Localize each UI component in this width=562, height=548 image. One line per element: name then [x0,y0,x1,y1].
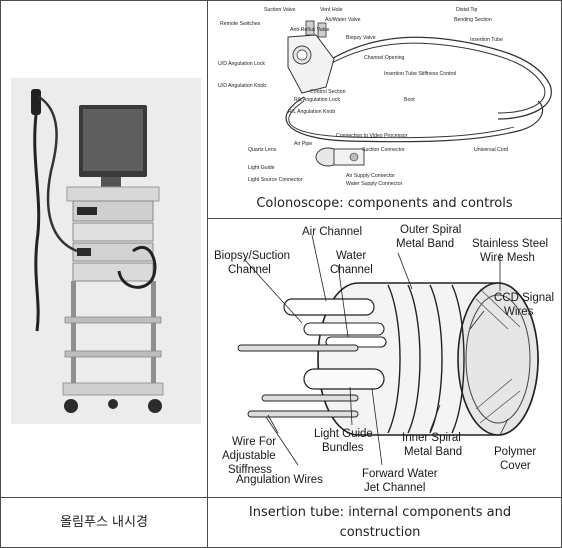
label-angulation-wires: Angulation Wires [236,474,323,486]
label-distal-tip: Distal Tip [456,7,477,13]
label-control-section: Control Section [310,89,346,95]
label-water-supply-connector: Water Supply Connector [346,181,403,187]
label-ud-knob: U/D Angulation Knob [218,83,266,89]
photo-caption-text: 올림푸스 내시경 [60,514,148,530]
label-ccd-2: Wires [504,306,534,318]
label-anti-reflux-valve: Anti-Reflux Valve [290,27,330,33]
label-biopsy-valve: Biopsy Valve [346,35,376,41]
label-inner-2: Metal Band [404,446,462,458]
label-forward-1: Forward Water [362,468,438,480]
label-water-1: Water [336,250,366,262]
label-wire-3: Stiffness [228,464,272,476]
label-inner-1: Inner Spiral [402,432,461,444]
label-vent-hole: Vent Hole [320,7,343,13]
endoscope-tower-photo [11,78,201,424]
colonoscope-caption: Colonoscope: components and controls [208,190,561,218]
label-insertion-tube: Insertion Tube [470,37,503,43]
label-rl-knob: R/L Angulation Knob [288,109,335,115]
insertion-tube-caption-text: Insertion tube: internal components and … [248,504,512,540]
photo-caption: 올림푸스 내시경 [1,498,207,547]
label-suction-connector: Suction Connector [362,147,405,153]
colonoscope-caption-text: Colonoscope: components and controls [256,196,513,211]
label-ud-lock: U/D Angulation Lock [218,61,265,67]
label-biopsy-1: Biopsy/Suction [214,250,290,262]
colonoscope-diagram: Suction Valve Vent Hole Distal Tip Air/W… [218,7,552,187]
label-quartz-lens: Quartz Lens [248,147,277,153]
insertion-tube-diagram-cell: Air Channel Outer Spiral Metal Band Stai… [208,219,561,497]
label-wire-1: Wire For [232,436,276,448]
label-light-2: Bundles [322,442,364,454]
label-wire-2: Adjustable [222,450,276,462]
photo-cell [1,1,207,497]
label-ccd-1: CCD Signal [494,292,554,304]
label-rl-lock: R/L Angulation Lock [294,97,340,103]
label-stainless-1: Stainless Steel [472,238,548,250]
label-boot: Boot [404,97,415,103]
insertion-tube-diagram: Air Channel Outer Spiral Metal Band Stai… [214,224,554,494]
label-light-source-connector: Light Source Connector [248,177,303,183]
column-divider [207,0,208,548]
label-biopsy-2: Channel [228,264,271,276]
label-air-pipe: Air Pipe [294,141,312,147]
label-light-guide: Light Guide [248,165,275,171]
label-light-1: Light Guide [314,428,373,440]
label-water-2: Channel [330,264,373,276]
label-air-water-valve: Air/Water Valve [325,17,361,23]
label-outer-spiral-1: Outer Spiral [400,224,461,236]
label-forward-2: Jet Channel [364,482,425,494]
label-connection-video: Connection to Video Processor [336,133,408,139]
label-bending-section: Bending Section [454,17,492,23]
label-stainless-2: Wire Mesh [480,252,535,264]
insertion-tube-caption: Insertion tube: internal components and … [230,498,530,547]
label-channel-opening: Channel Opening [364,55,404,61]
label-universal-cord: Universal Cord [474,147,508,153]
label-air-supply-connector: Air Supply Connector [346,173,395,179]
colonoscope-diagram-cell: Suction Valve Vent Hole Distal Tip Air/W… [208,1,561,189]
label-polymer-1: Polymer [494,446,536,458]
table-border-left [0,0,1,548]
row-divider-right [207,218,562,219]
label-stiffness-control: Insertion Tube Stiffness Control [384,71,456,77]
label-suction-valve: Suction Valve [264,7,295,13]
label-remote-switches: Remote Switches [220,21,261,27]
label-polymer-2: Cover [500,460,531,472]
label-outer-spiral-2: Metal Band [396,238,454,250]
row-divider-caption [0,497,562,498]
table-border-top [0,0,562,1]
label-air-channel: Air Channel [302,226,362,238]
